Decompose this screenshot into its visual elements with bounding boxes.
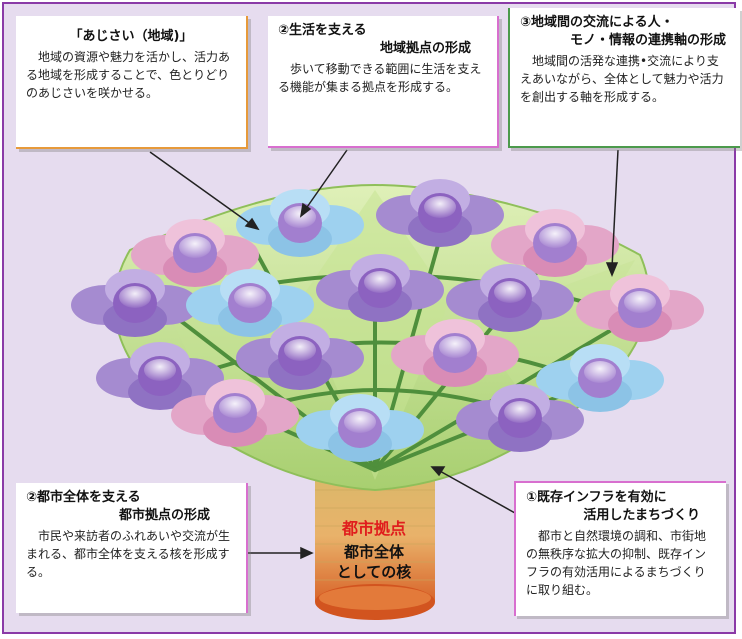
callout-title: 「あじさい（地域)」 xyxy=(69,29,193,44)
callout-body: 歩いて移動できる範囲に生活を支える機能が集まる拠点を形成する。 xyxy=(278,62,482,94)
flower-cluster xyxy=(236,322,364,390)
pointer-arrows xyxy=(149,149,619,560)
flower-cluster xyxy=(376,179,504,247)
callout-body: 市民や来訪者のふれあいや交流が生まれる、都市全体を支える核を形成する。 xyxy=(26,529,231,579)
callout-body: 地域間の活発な連携•交流により支えあいながら、全体として魅力や活力を創出する軸を… xyxy=(520,54,724,104)
flower-cluster xyxy=(456,384,584,452)
flower-cluster xyxy=(316,254,444,322)
flower-cluster xyxy=(96,342,224,410)
flower-cluster xyxy=(71,269,199,337)
flower-cluster xyxy=(171,379,299,447)
hydrangea-flowers xyxy=(71,179,704,462)
callout-city-hub: ②都市全体を支える 都市拠点の形成 市民や来訪者のふれあいや交流が生まれる、都市… xyxy=(16,483,248,613)
core-trunk xyxy=(315,470,435,620)
callout-title: ②生活を支える xyxy=(278,23,367,38)
flower-cluster xyxy=(491,209,619,277)
callout-subtitle: 地域拠点の形成 xyxy=(379,41,471,56)
callout-subtitle: 都市拠点の形成 xyxy=(118,508,210,523)
core-title: 都市拠点 xyxy=(341,519,406,538)
callout-title: ②都市全体を支える xyxy=(26,490,141,505)
callout-body: 都市と自然環境の調和、市街地の無秩序な拡大の抑制、既存インフラの有効活用によるま… xyxy=(526,529,707,597)
flower-cluster xyxy=(576,274,704,342)
core-label: 都市拠点 都市全体 としての核 xyxy=(314,518,434,582)
callout-body: 地域の資源や魅力を活かし、活力ある地域を形成することで、色とりどりのあじさいを咲… xyxy=(26,50,231,100)
core-subtitle-line: 都市全体 xyxy=(343,543,404,561)
flower-cluster xyxy=(131,219,259,287)
flower-cluster xyxy=(236,189,364,257)
callout-subtitle: 活用したまちづくり xyxy=(583,508,700,523)
flower-cluster xyxy=(186,269,314,337)
callout-infrastructure: ①既存インフラを有効に 活用したまちづくり 都市と自然環境の調和、市街地の無秩序… xyxy=(514,481,726,616)
callout-title: ③地域間の交流による人・ xyxy=(520,15,674,30)
flower-cluster xyxy=(446,264,574,332)
flower-cluster xyxy=(391,319,519,387)
core-subtitle-line: としての核 xyxy=(336,563,412,581)
callout-exchange-axis: ③地域間の交流による人・ モノ・情報の連携軸の形成 地域間の活発な連携•交流によ… xyxy=(508,8,740,148)
flower-cluster xyxy=(296,394,424,462)
callout-life-hub: ②生活を支える 地域拠点の形成 歩いて移動できる範囲に生活を支える機能が集まる拠… xyxy=(268,16,499,148)
callout-subtitle: モノ・情報の連携軸の形成 xyxy=(569,33,726,48)
callout-title: ①既存インフラを有効に xyxy=(526,490,667,505)
flower-cluster xyxy=(536,344,664,412)
callout-hydrangea-region: 「あじさい（地域)」 地域の資源や魅力を活かし、活力ある地域を形成することで、色… xyxy=(16,16,248,149)
core-subtitle: 都市全体 としての核 xyxy=(314,542,434,582)
